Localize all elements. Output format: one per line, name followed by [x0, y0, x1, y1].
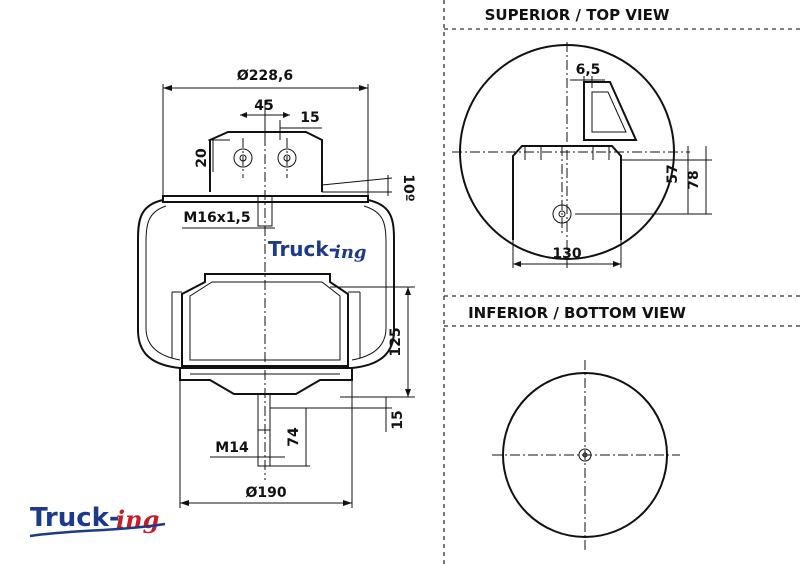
- dim-width-130: 130: [552, 246, 581, 262]
- dim-piston-height: 125: [388, 327, 404, 356]
- brand-logo-part1: Truck-: [30, 503, 120, 533]
- dim-hole-offset: 15: [300, 110, 319, 126]
- dim-thread-bottom: M14: [215, 440, 249, 456]
- dim-offset-57: 57: [665, 164, 681, 183]
- dim-piston-gap: 15: [390, 410, 406, 429]
- top-view: 6,5 57 78 130: [452, 42, 712, 268]
- brand-logo-swoosh: [29, 522, 166, 538]
- dim-bottom-diameter: Ø190: [245, 485, 286, 501]
- watermark-logo-part1: Truck-: [268, 237, 337, 261]
- watermark-logo-part2: ing: [334, 242, 367, 263]
- dim-thread-top: M16x1,5: [183, 210, 250, 226]
- dim-offset-78: 78: [686, 170, 702, 189]
- dim-plate-height: 20: [194, 148, 210, 168]
- dim-angle: 10º: [400, 174, 416, 201]
- bottom-view-title: INFERIOR / BOTTOM VIEW: [468, 304, 686, 322]
- dim-stud-length: 74: [286, 427, 302, 447]
- top-view-title: SUPERIOR / TOP VIEW: [485, 6, 670, 24]
- brand-logo: Truck- ing: [29, 503, 166, 538]
- dim-top-diameter: Ø228,6: [237, 68, 293, 84]
- bottom-view: [492, 360, 680, 550]
- dim-hole-spacing: 45: [254, 98, 273, 114]
- watermark-logo: Truck- ing: [268, 237, 367, 263]
- side-view: Ø228,6 45 15 20 10º: [137, 68, 416, 508]
- dim-slot-width: 6,5: [576, 62, 601, 78]
